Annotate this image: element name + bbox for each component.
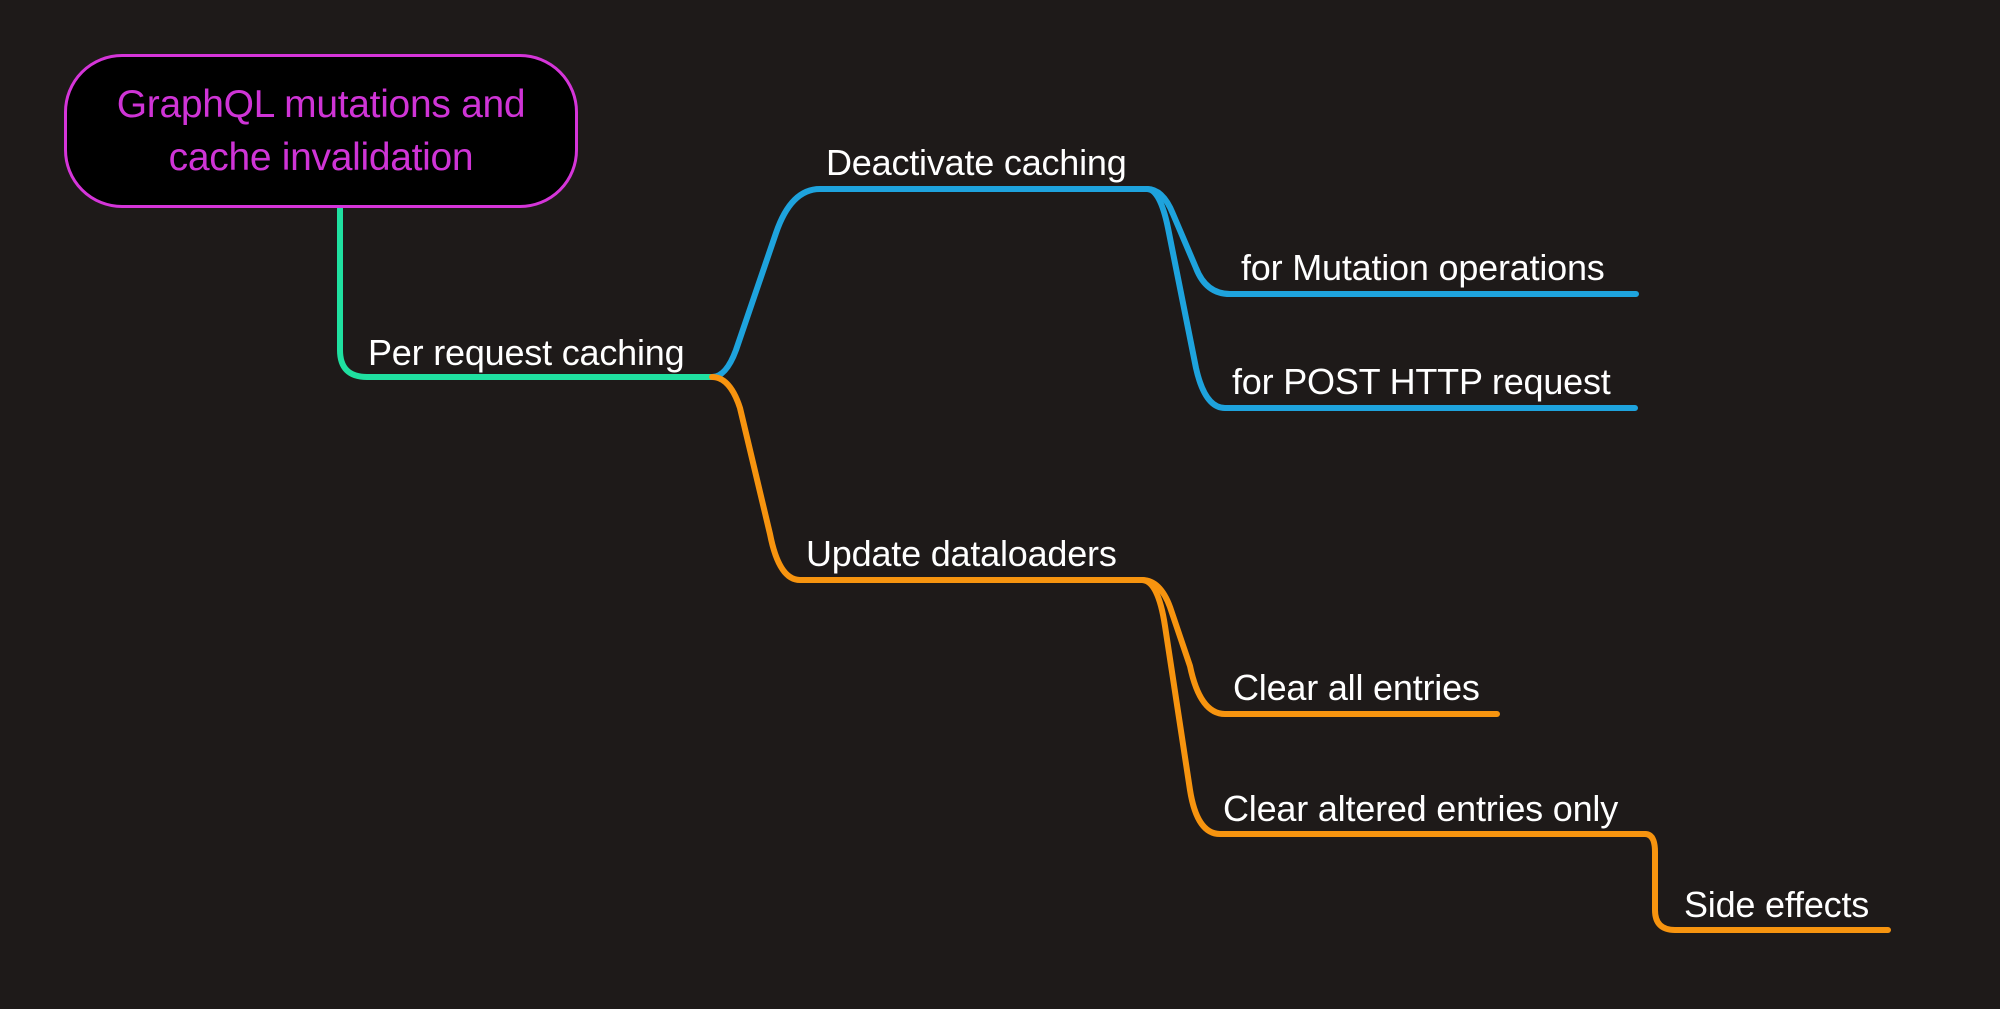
edge-root-per-request	[337, 205, 715, 380]
node-for-post-http-request: for POST HTTP request	[1232, 361, 1611, 402]
edge-per-request-deactivate	[709, 186, 1150, 380]
node-side-effects: Side effects	[1684, 884, 1870, 925]
root-node: GraphQL mutations and cache invalidation	[64, 54, 578, 208]
edge-clear-altered-side-effects	[1642, 831, 1891, 933]
root-node-title: GraphQL mutations and cache invalidation	[116, 83, 526, 179]
edge-deactivate-post	[1144, 186, 1638, 411]
node-clear-altered-entries-only: Clear altered entries only	[1223, 788, 1619, 829]
node-deactivate-caching: Deactivate caching	[826, 142, 1127, 183]
node-per-request-caching: Per request caching	[368, 332, 685, 373]
node-for-mutation-operations: for Mutation operations	[1241, 247, 1605, 288]
node-update-dataloaders: Update dataloaders	[806, 533, 1117, 574]
edge-update-clear-altered	[1139, 577, 1648, 837]
node-clear-all-entries: Clear all entries	[1233, 667, 1480, 708]
edge-per-request-update	[709, 374, 1145, 583]
